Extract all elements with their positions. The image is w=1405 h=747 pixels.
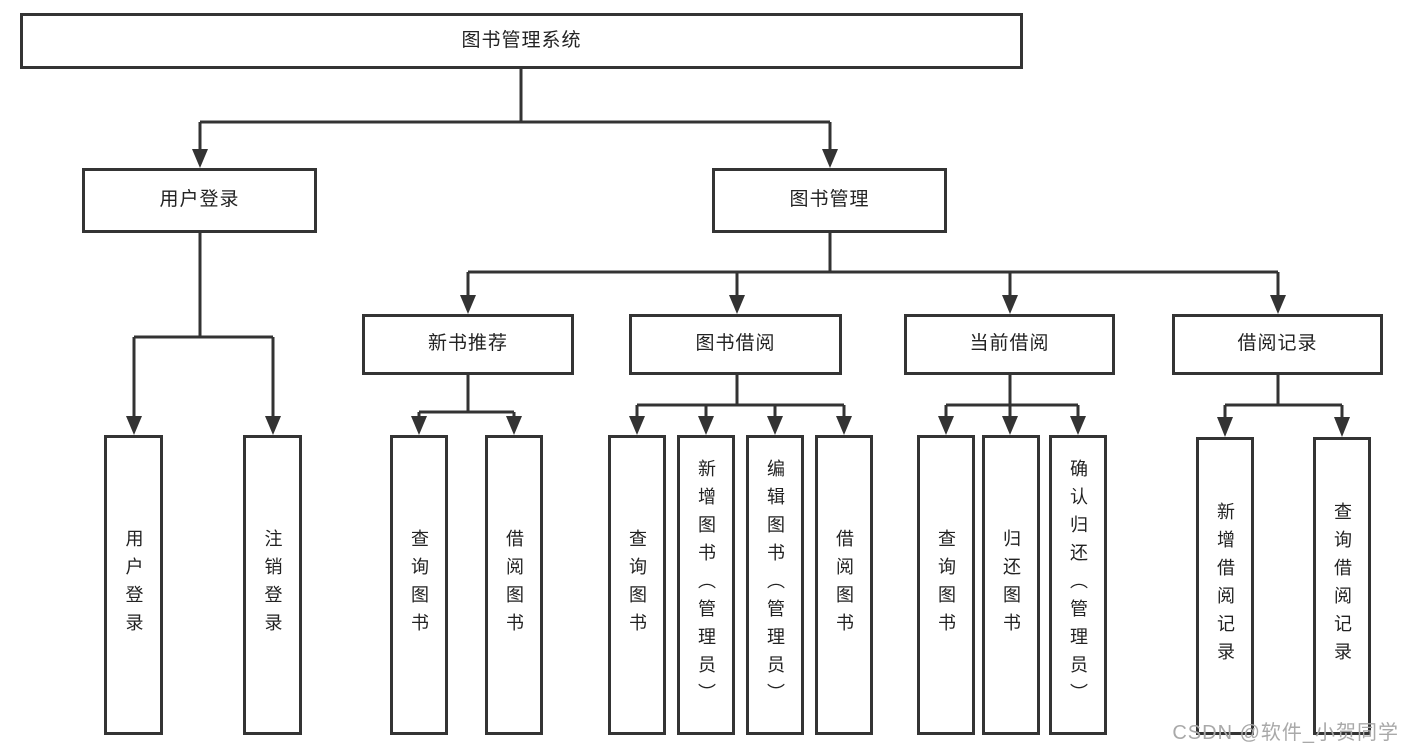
arrow-down-icon — [1002, 416, 1018, 435]
arrow-down-icon — [1334, 417, 1350, 437]
leaf-edit-book-admin: 编辑图书（管理员） — [746, 435, 804, 735]
connector-root-to-level2 — [192, 69, 838, 168]
node-book-management: 图书管理 — [712, 168, 947, 233]
arrow-down-icon — [265, 416, 281, 435]
leaf-confirm-return-admin: 确认归还（管理员） — [1049, 435, 1107, 735]
connector-newbookrec-to-leaves — [411, 375, 522, 435]
arrow-down-icon — [192, 149, 208, 168]
leaf-query-book-under-recommendation: 查询图书 — [390, 435, 448, 735]
arrow-down-icon — [822, 149, 838, 168]
arrow-down-icon — [1217, 417, 1233, 437]
node-root: 图书管理系统 — [20, 13, 1023, 69]
arrow-down-icon — [460, 295, 476, 314]
leaf-borrow-book-under-borrowing: 借阅图书 — [815, 435, 873, 735]
leaf-add-book-admin: 新增图书（管理员） — [677, 435, 735, 735]
watermark: CSDN @软件_小贺同学 — [1172, 722, 1399, 744]
arrow-down-icon — [836, 416, 852, 435]
arrow-down-icon — [698, 416, 714, 435]
connector-currentborrow-to-leaves — [938, 375, 1086, 435]
arrow-down-icon — [506, 416, 522, 435]
arrow-down-icon — [729, 295, 745, 314]
node-current-borrowing: 当前借阅 — [904, 314, 1115, 375]
node-book-borrowing: 图书借阅 — [629, 314, 842, 375]
leaf-borrow-book-under-recommendation: 借阅图书 — [485, 435, 543, 735]
arrow-down-icon — [938, 416, 954, 435]
leaf-query-book-under-current: 查询图书 — [917, 435, 975, 735]
node-borrowing-records: 借阅记录 — [1172, 314, 1383, 375]
arrow-down-icon — [411, 416, 427, 435]
connector-userlogin-to-leaves — [126, 233, 281, 435]
leaf-return-book: 归还图书 — [982, 435, 1040, 735]
arrow-down-icon — [1270, 295, 1286, 314]
leaf-logout: 注销登录 — [243, 435, 302, 735]
arrow-down-icon — [1070, 416, 1086, 435]
leaf-user-login: 用户登录 — [104, 435, 163, 735]
connector-borrowrecord-to-leaves — [1217, 375, 1350, 437]
node-user-login: 用户登录 — [82, 168, 317, 233]
arrow-down-icon — [767, 416, 783, 435]
arrow-down-icon — [629, 416, 645, 435]
node-new-book-recommendation: 新书推荐 — [362, 314, 574, 375]
arrow-down-icon — [126, 416, 142, 435]
leaf-query-book-under-borrowing: 查询图书 — [608, 435, 666, 735]
leaf-query-borrow-record: 查询借阅记录 — [1313, 437, 1371, 735]
leaf-add-borrow-record: 新增借阅记录 — [1196, 437, 1254, 735]
connector-bookmgmt-to-level3 — [460, 233, 1286, 314]
arrow-down-icon — [1002, 295, 1018, 314]
connector-bookborrow-to-leaves — [629, 375, 852, 435]
